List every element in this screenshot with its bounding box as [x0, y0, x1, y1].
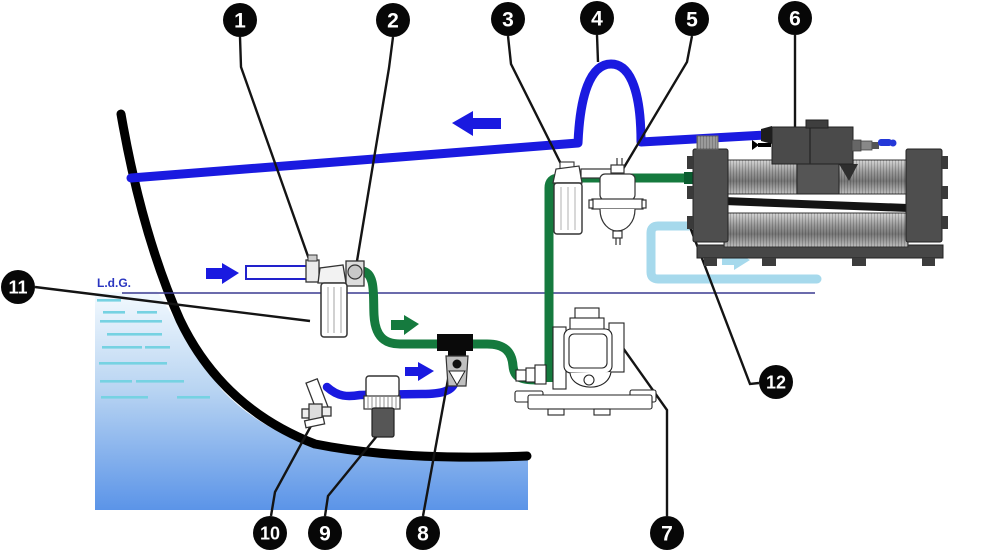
callout-1-label: 1: [234, 10, 246, 33]
water-fill: [95, 291, 528, 510]
leader-12: [688, 226, 760, 386]
flush-inlet-flow-arrow-right-icon: [206, 263, 239, 284]
feed-flow-arrow-right-icon: [391, 315, 419, 335]
unit-pump-head: [771, 126, 854, 165]
leader-4: [595, 34, 600, 63]
end-block-left: [692, 148, 729, 243]
leader-7: [617, 340, 669, 516]
flush-inlet-assembly: [245, 254, 365, 338]
callout-8-label: 8: [417, 523, 429, 546]
callout-12-label: 12: [766, 373, 786, 393]
callout-4-label: 4: [591, 8, 603, 31]
accumulator-clamp: [591, 198, 644, 210]
leader-8: [421, 373, 451, 517]
knurled-fitting: [696, 135, 719, 150]
callout-leader-lines: [34, 34, 797, 517]
unit-feet: [704, 258, 935, 266]
flush-filter-head: [317, 264, 347, 284]
left-ports: [687, 156, 693, 229]
vessel-cross-bar: [724, 197, 908, 212]
product-flow-arrow-right-icon: [722, 251, 750, 270]
leader-11: [34, 285, 311, 323]
callout-5: 5: [675, 2, 709, 36]
leader-9: [323, 430, 382, 517]
hose-nozzle: [761, 126, 772, 144]
discharge-hose: [126, 59, 771, 183]
leader-2: [355, 36, 395, 262]
callout-9: 9: [308, 516, 342, 550]
callout-1: 1: [223, 3, 257, 37]
callout-7: 7: [650, 516, 684, 550]
flush-inlet-pipe: [245, 265, 309, 280]
prefilter-cartridge: [552, 161, 583, 235]
callouts: 1 2 3 4 5 6 7 8: [1, 1, 812, 550]
hull-outline: [116, 109, 532, 462]
callout-9-label: 9: [319, 523, 331, 546]
intake-flow-arrow-right-icon: [405, 362, 434, 381]
feed-port-fitting: [684, 172, 693, 184]
seacock-flange: [303, 416, 326, 429]
leader-5: [621, 35, 694, 170]
callout-11-label: 11: [8, 278, 27, 298]
filter-accumulator: [588, 158, 647, 245]
right-ports: [942, 156, 948, 229]
callout-10-label: 10: [260, 524, 280, 544]
pressure-valve: [851, 139, 897, 152]
callout-12: 12: [759, 365, 793, 399]
product-water-line: [646, 221, 822, 284]
leader-3: [506, 35, 565, 169]
prefilter-head: [552, 165, 583, 184]
bleed-tap: [752, 140, 771, 150]
callout-6: 6: [778, 1, 812, 35]
valve-tee: [437, 334, 473, 351]
accumulator-dome: [599, 208, 636, 232]
watermaker-unit: [687, 119, 948, 266]
water-hatch-marks: [97, 299, 210, 399]
callout-4: 4: [580, 1, 614, 35]
waterline-label: L.d.G.: [97, 276, 131, 290]
three-way-valve: [437, 334, 473, 387]
leader-10: [269, 423, 314, 517]
callout-2-label: 2: [387, 10, 399, 33]
valve-blue-handle: [878, 139, 892, 146]
discharge-flow-arrow-left-icon: [452, 111, 501, 136]
leader-1: [238, 36, 312, 263]
callout-7-label: 7: [661, 523, 673, 546]
thru-hull-seacock: [301, 378, 332, 429]
accumulator-body: [599, 173, 636, 201]
feed-pump: [514, 307, 657, 416]
flush-inlet-fitting: [305, 259, 320, 283]
callout-5-label: 5: [686, 9, 698, 32]
callout-11: 11: [1, 270, 35, 304]
strainer-top: [365, 375, 400, 398]
callout-6-label: 6: [789, 8, 801, 31]
callout-2: 2: [376, 3, 410, 37]
callout-10: 10: [253, 516, 287, 550]
end-block-right: [905, 148, 943, 243]
strainer-clamp: [363, 395, 401, 410]
callout-3-label: 3: [502, 9, 514, 32]
sea-strainer: [363, 375, 401, 438]
strainer-barrel: [371, 407, 395, 438]
sea-water-area: [95, 291, 528, 510]
callout-8: 8: [406, 516, 440, 550]
pump-base: [527, 394, 653, 410]
center-bracket: [796, 159, 840, 195]
flush-filter-knob: [347, 264, 363, 280]
callout-3: 3: [491, 2, 525, 36]
